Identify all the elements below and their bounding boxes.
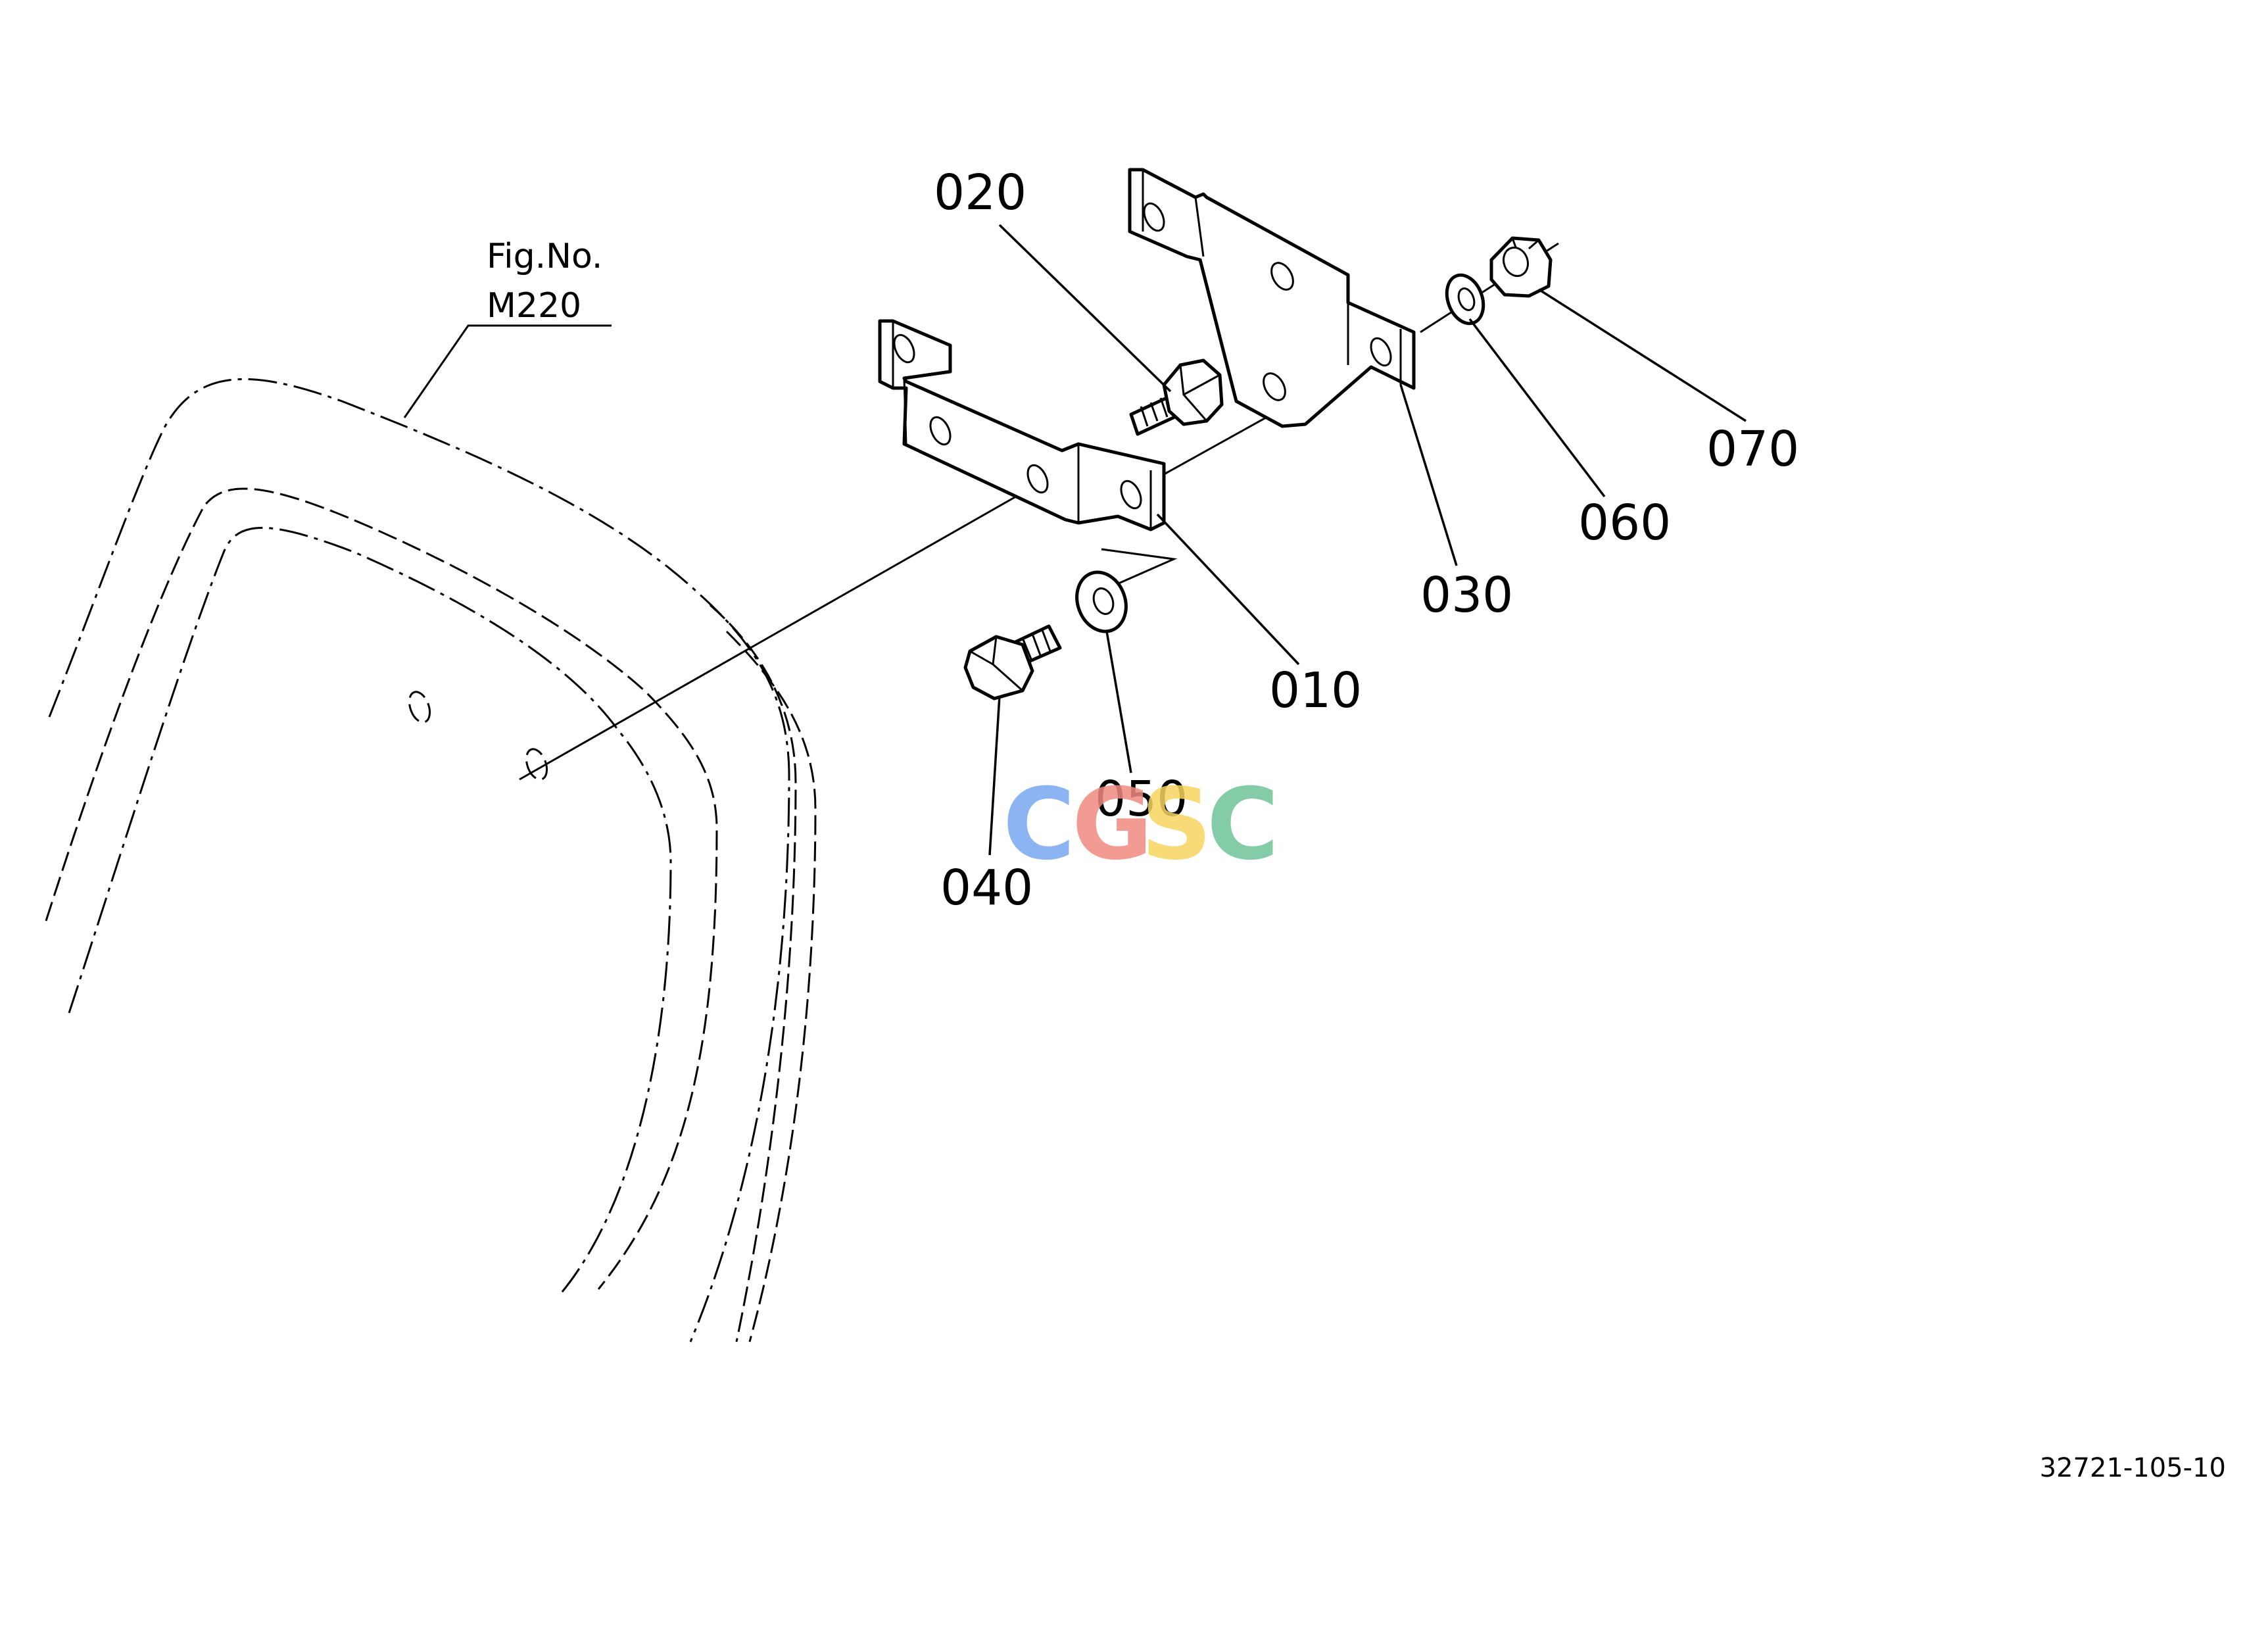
bracket-030-icon [1128, 168, 1416, 428]
leader-070 [1538, 288, 1747, 422]
watermark-letter: G [1072, 768, 1153, 882]
assembly-lines [519, 242, 1559, 781]
bolt-axis-line [519, 482, 1040, 781]
part-label-030: 030 [1420, 567, 1513, 624]
washer-050-icon [1075, 570, 1128, 633]
leader-010 [1156, 513, 1300, 666]
figure-reference-line2: M220 [487, 286, 581, 326]
watermark-letter: S [1141, 768, 1212, 882]
leader-lines [988, 224, 1747, 856]
part-label-060: 060 [1578, 495, 1671, 551]
part-label-010: 010 [1269, 662, 1362, 719]
figure-reference-line1: Fig.No. [487, 237, 602, 276]
figure-reference: Fig.No. M220 [403, 237, 612, 418]
part-labels: 020 010 030 040 050 060 070 [934, 164, 1799, 916]
drawing-number: 32721-105-10 [2040, 1453, 2226, 1483]
seat-back-outline [45, 378, 817, 1342]
leader-050 [1105, 631, 1132, 774]
part-label-040: 040 [940, 860, 1033, 916]
nut-070-icon [1489, 236, 1553, 298]
seat-mount-hole-icon [408, 691, 431, 724]
leader-040 [988, 695, 1001, 856]
part-label-050: 050 [1095, 771, 1188, 827]
bracket-010-icon [878, 319, 1166, 531]
washer-060-icon [1445, 273, 1485, 326]
bolt-020-icon [1129, 358, 1224, 436]
part-label-070: 070 [1706, 421, 1799, 478]
leader-030 [1399, 384, 1458, 566]
part-label-020: 020 [934, 164, 1026, 221]
seat-mount-hole-icon [525, 748, 548, 781]
leader-020 [998, 224, 1172, 393]
watermark-letter: C [1003, 768, 1075, 882]
bolt-040-icon [963, 624, 1062, 701]
leader-060 [1468, 318, 1606, 498]
figure-reference-leader [403, 324, 612, 418]
watermark-logo: C G S C [1003, 768, 1279, 882]
watermark-letter: C [1207, 768, 1279, 882]
